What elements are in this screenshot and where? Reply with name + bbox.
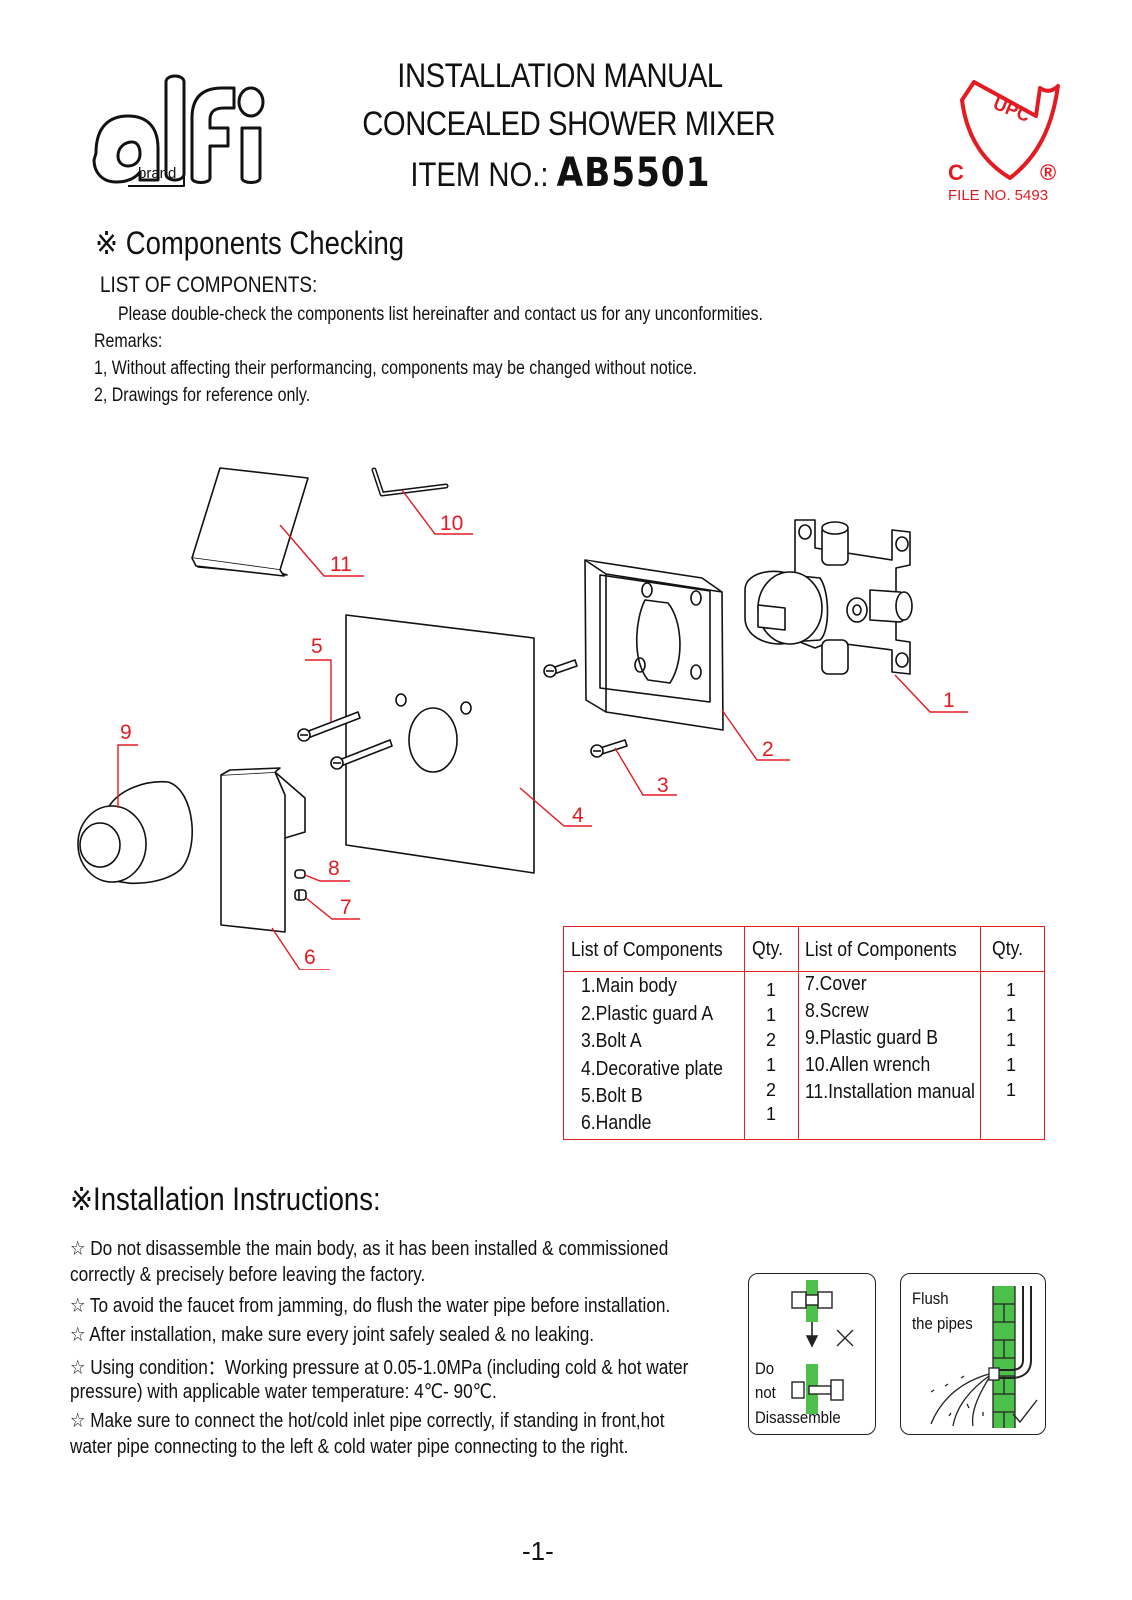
part-cover [294, 889, 307, 901]
table-header-qty: Qty. [752, 938, 783, 960]
table-row-name: 10.Allen wrench [805, 1054, 931, 1076]
part-plastic-guard-a [584, 559, 724, 731]
list-of-components-heading: LIST OF COMPONENTS: [100, 272, 318, 297]
table-row-qty: 2 [765, 1030, 776, 1050]
callout-2: 2 [762, 738, 774, 761]
table-row-name: 3.Bolt A [581, 1030, 642, 1052]
panel-text-flush: Flush [912, 1289, 949, 1308]
instruction-line: water pipe connecting to the left & cold… [70, 1436, 629, 1458]
table-row-name: 2.Plastic guard A [581, 1003, 714, 1025]
exploded-parts-diagram: 1 2 3 4 5 6 7 8 9 10 11 [77, 467, 968, 970]
table-row-name: 4.Decorative plate [581, 1058, 723, 1080]
cert-file-number: FILE NO. 5493 [948, 187, 1049, 204]
remark-1: 1, Without affecting their performancing… [94, 358, 697, 379]
callout-9: 9 [120, 721, 132, 744]
item-label: ITEM NO.: [410, 156, 549, 194]
table-row-name: 9.Plastic guard B [805, 1027, 939, 1049]
callout-11: 11 [330, 553, 352, 576]
title-line-1: INSTALLATION MANUAL [397, 57, 723, 95]
table-row-qty: 2 [765, 1080, 776, 1100]
table-header-divider [564, 971, 1044, 972]
components-table: List of Components Qty. List of Componen… [563, 926, 1045, 1140]
flush-illustration [930, 1286, 1038, 1428]
table-row-qty: 1 [765, 1055, 776, 1075]
part-installation-manual [191, 467, 309, 577]
part-bolt-a [543, 659, 628, 758]
upc-mark-text: UPC [991, 93, 1034, 126]
upc-certification-mark: UPC C ® [948, 80, 1060, 185]
panel-text-the-pipes: the pipes [912, 1314, 973, 1333]
panel-text-do: Do [755, 1359, 775, 1378]
part-handle [220, 767, 306, 933]
callout-leaders [117, 489, 968, 970]
table-row-name: 8.Screw [805, 1000, 869, 1022]
table-divider [980, 927, 981, 1139]
remarks-label: Remarks: [94, 331, 163, 352]
table-divider [744, 927, 745, 1139]
table-row-qty: 1 [1005, 1055, 1016, 1075]
logo-brand-text: brand [138, 165, 176, 182]
panel-text-not: not [755, 1383, 776, 1402]
table-row-qty: 1 [765, 1005, 776, 1025]
table-row-qty: 1 [765, 1104, 776, 1124]
title-line-2: CONCEALED SHOWER MIXER [362, 105, 776, 143]
table-header-components: List of Components [571, 939, 723, 961]
do-not-disassemble-panel: Do not Disassemble [748, 1273, 876, 1435]
callout-4: 4 [572, 804, 584, 827]
disassemble-illustration [791, 1280, 854, 1414]
panel-text-disassemble: Disassemble [755, 1408, 841, 1427]
callout-5: 5 [311, 635, 323, 658]
installation-instructions-heading: ※Installation Instructions: [70, 1181, 381, 1217]
table-row-qty: 1 [1005, 1005, 1016, 1025]
flush-pipes-panel: Flush the pipes [900, 1273, 1046, 1435]
item-number: AB5501 [556, 150, 710, 196]
table-header-qty: Qty. [992, 938, 1023, 960]
instruction-line: ☆ Do not disassemble the main body, as i… [70, 1238, 669, 1260]
cert-left-letter: C [948, 160, 964, 185]
part-decorative-plate [345, 614, 535, 874]
registered-mark: ® [1040, 160, 1056, 185]
instruction-line: ☆ Using condition：Working pressure at 0.… [70, 1357, 689, 1379]
instruction-line: ☆ Make sure to connect the hot/cold inle… [70, 1410, 665, 1432]
table-row-name: 11.Installation manual [805, 1081, 975, 1103]
table-row-qty: 1 [765, 980, 776, 1000]
alfi-brand-logo: brand [92, 74, 265, 187]
table-header-components: List of Components [805, 939, 957, 961]
instruction-line: correctly & precisely before leaving the… [70, 1264, 426, 1286]
callout-7: 7 [340, 896, 352, 919]
table-row-qty: 1 [1005, 1030, 1016, 1050]
table-row-name: 6.Handle [581, 1112, 652, 1134]
table-row-name: 1.Main body [581, 975, 677, 997]
table-row-qty: 1 [1005, 980, 1016, 1000]
callout-1: 1 [943, 689, 955, 712]
instruction-line: ☆ To avoid the faucet from jamming, do f… [70, 1295, 671, 1317]
components-checking-heading: ※ Components Checking [95, 225, 405, 261]
instruction-line: pressure) with applicable water temperat… [70, 1381, 497, 1403]
document-title: INSTALLATION MANUAL CONCEALED SHOWER MIX… [330, 52, 790, 200]
part-screw [294, 869, 306, 879]
table-row-qty: 1 [1005, 1080, 1016, 1100]
item-number-row: ITEM NO.: AB5501 [410, 148, 710, 200]
components-intro: Please double-check the components list … [118, 304, 763, 325]
part-allen-wrench [371, 467, 449, 497]
callout-10: 10 [440, 512, 463, 535]
instruction-line: ☆ After installation, make sure every jo… [70, 1324, 595, 1346]
callout-8: 8 [328, 857, 340, 880]
callout-6: 6 [304, 946, 316, 969]
table-row-name: 5.Bolt B [581, 1085, 643, 1107]
remark-2: 2, Drawings for reference only. [94, 385, 311, 406]
part-plastic-guard-b [77, 780, 193, 884]
callout-3: 3 [657, 774, 669, 797]
part-bolt-b [297, 711, 393, 770]
table-divider [798, 927, 799, 1139]
table-row-name: 7.Cover [805, 973, 867, 995]
part-main-body [744, 519, 913, 675]
page-number: -1- [522, 1536, 554, 1566]
